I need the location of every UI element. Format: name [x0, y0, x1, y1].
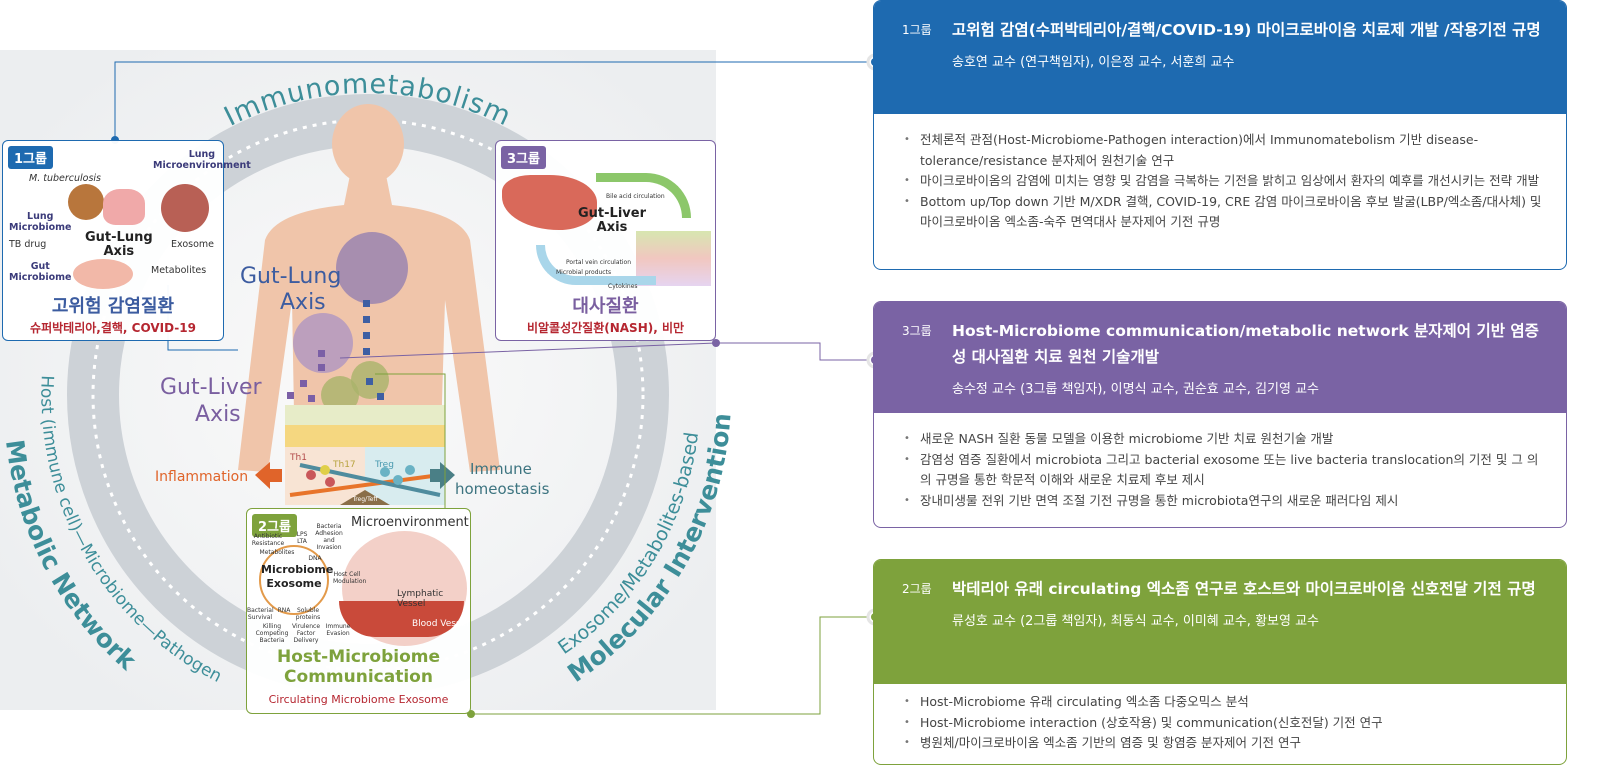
portal-vein-label: Portal vein circulation — [566, 259, 632, 266]
group3-badge: 3그룹 — [501, 146, 546, 169]
cytokines-label: Cytokines — [608, 283, 638, 290]
liver-circle — [293, 313, 353, 373]
inflammation-label: Inflammation — [155, 469, 248, 485]
host-cell-modulation-label: Host Cell Modulation — [333, 571, 367, 585]
panel-group3-title: Host-Microbiome communication/metabolic … — [952, 322, 1539, 366]
immune-label: Immune — [470, 460, 532, 478]
gut-liver-axis-title: Gut-Liver — [160, 375, 262, 400]
gut-lung-axis-subtitle: Axis — [280, 290, 326, 315]
killing-bacteria-label: Killing Competing Bacteria — [255, 623, 289, 644]
lung-tissue-image — [161, 184, 209, 232]
panel-group3-header: 3그룹 Host-Microbiome communication/metabo… — [874, 302, 1566, 413]
gut-circle-2 — [321, 376, 359, 414]
panel-group1-title: 고위험 감염(수퍼박테리아/결핵/COVID-19) 마이크로바이옴 치료제 개… — [952, 21, 1541, 39]
group3-connector — [339, 342, 875, 361]
tb-drug-label: TB drug — [9, 239, 47, 250]
exosome-circle-icon — [259, 545, 329, 615]
panel-group3-members: 송수정 교수 (3그룹 책임자), 이명식 교수, 권순효 교수, 김기영 교수 — [952, 382, 1320, 397]
blood-vessel-image — [339, 601, 464, 637]
dna-label: DNA — [308, 555, 322, 562]
panel-group3: 3그룹 Host-Microbiome communication/metabo… — [873, 301, 1567, 528]
immune-evasion-label: Immune Evasion — [325, 623, 351, 637]
lps-lta-label: LPS LTA — [296, 531, 308, 545]
microenvironment-label: Microenvironment — [351, 515, 469, 530]
bile-acid-label: Bile acid circulation — [606, 193, 665, 200]
intestine-image — [73, 259, 133, 289]
soluble-proteins-label: Soluble proteins — [295, 607, 321, 621]
panel-group1-header: 1그룹 고위험 감염(수퍼박테리아/결핵/COVID-19) 마이크로바이옴 치… — [874, 1, 1566, 114]
group1-disease-title: 고위험 감염질환 — [51, 296, 175, 317]
bacterial-survival-label: Bacterial Survival — [247, 607, 274, 621]
list-item: 새로운 NASH 질환 동물 모델을 이용한 microbiome 기반 치료 … — [904, 429, 1546, 450]
list-item: Host-Microbiome 유래 circulating 엑소좀 다중오믹스… — [904, 692, 1546, 713]
portal-vein-arrow-icon — [536, 245, 656, 285]
group3-card: 3그룹 Bile acid circulation Portal vein ci… — [495, 140, 716, 341]
group2-connector — [471, 616, 875, 715]
exosome-label: Exosome — [171, 239, 215, 250]
group1-connector — [114, 61, 875, 140]
panel-group1: 1그룹 고위험 감염(수퍼박테리아/결핵/COVID-19) 마이크로바이옴 치… — [873, 0, 1567, 270]
group2-badge: 2그룹 — [252, 514, 297, 537]
bacteria-adhesion-label: Bacteria Adhesion and Invasion — [315, 523, 343, 551]
bacteria-image — [68, 184, 104, 220]
metabolites-label: Metabolites — [151, 265, 207, 276]
panel-group2-label: 2그룹 — [902, 582, 932, 596]
lung-circle — [336, 232, 408, 304]
rna-label: RNA — [277, 607, 291, 614]
th1-label: Th1 — [289, 453, 307, 463]
inflammation-arrow-icon — [255, 462, 282, 489]
group3-dot — [712, 339, 720, 347]
blood-vessel-label: Blood Vessel — [412, 619, 469, 629]
panel-group2-title: 박테리아 유래 circulating 엑소좀 연구로 호스트와 마이크로바이옴… — [952, 580, 1536, 598]
list-item: Host-Microbiome interaction (상호작용) 및 com… — [904, 713, 1546, 734]
homeostasis-arrow-icon — [430, 462, 455, 489]
panel-group1-label: 1그룹 — [902, 23, 932, 37]
group3-disease-subtitle: 비알콜성간질환(NASH), 비만 — [526, 321, 685, 335]
human-body-silhouette — [238, 104, 500, 472]
gut-connector — [375, 373, 446, 508]
panel-group2-bullets: Host-Microbiome 유래 circulating 엑소좀 다중오믹스… — [874, 684, 1566, 764]
group1-disease-subtitle: 슈퍼박테리아,결핵, COVID-19 — [30, 321, 196, 335]
m-tuberculosis-label: M. tuberculosis — [29, 173, 101, 184]
lymphatic-vessel-label: Lymphatic Vessel — [397, 589, 444, 609]
gut-lung-axis-title: Gut-Lung — [240, 264, 341, 289]
gut-liver-axis-subtitle: Axis — [195, 402, 241, 427]
list-item: 장내미생물 전위 기반 면역 조절 기전 규명을 통한 microbiota연구… — [904, 491, 1546, 512]
list-item: Bottom up/Top down 기반 M/XDR 결핵, COVID-19… — [904, 192, 1546, 233]
group1-badge: 1그룹 — [8, 146, 53, 169]
th17-label: Th17 — [332, 460, 356, 470]
antibiotic-resistance-label: Antibiotic Resistance — [251, 533, 285, 547]
panel-group1-members: 송호연 교수 (연구책임자), 이은정 교수, 서훈희 교수 — [952, 55, 1235, 70]
panel-group3-bullets: 새로운 NASH 질환 동물 모델을 이용한 microbiome 기반 치료 … — [874, 413, 1566, 525]
list-item: 전체론적 관점(Host-Microbiome-Pathogen interac… — [904, 130, 1546, 171]
group2-subtitle: Circulating Microbiome Exosome — [268, 693, 449, 706]
gut-epithelium-illustration: Treg/Teff Th1 Th17 Treg — [285, 405, 445, 505]
panel-group2: 2그룹 박테리아 유래 circulating 엑소좀 연구로 호스트와 마이크… — [873, 559, 1567, 765]
list-item: 병원체/마이크로바이옴 엑소좀 기반의 염증 및 항염증 분자제어 기전 연구 — [904, 733, 1546, 754]
microbial-products-label: Microbial products — [556, 269, 612, 276]
panel-group3-label: 3그룹 — [902, 324, 932, 338]
panel-group2-header: 2그룹 박테리아 유래 circulating 엑소좀 연구로 호스트와 마이크… — [874, 560, 1566, 684]
panel-group1-bullets: 전체론적 관점(Host-Microbiome-Pathogen interac… — [874, 114, 1566, 247]
virulence-factor-label: Virulence Factor Delivery — [291, 623, 321, 644]
panel-group2-members: 류성호 교수 (2그룹 책임자), 최동식 교수, 이미혜 교수, 황보영 교수 — [952, 614, 1320, 629]
metabolites-label: Metabolites — [259, 549, 295, 556]
treg-teff-balance: Treg/Teff — [351, 496, 378, 503]
group3-disease-title: 대사질환 — [572, 296, 639, 317]
lungs-image — [103, 189, 145, 225]
homeostasis-label: homeostasis — [455, 480, 550, 498]
list-item: 마이크로바이옴의 감염에 미치는 영향 및 감염을 극복하는 기전을 밝히고 임… — [904, 171, 1546, 192]
list-item: 감염성 염증 질환에서 microbiota 그리고 bacterial exo… — [904, 450, 1546, 491]
treg-label: Treg — [374, 460, 394, 470]
